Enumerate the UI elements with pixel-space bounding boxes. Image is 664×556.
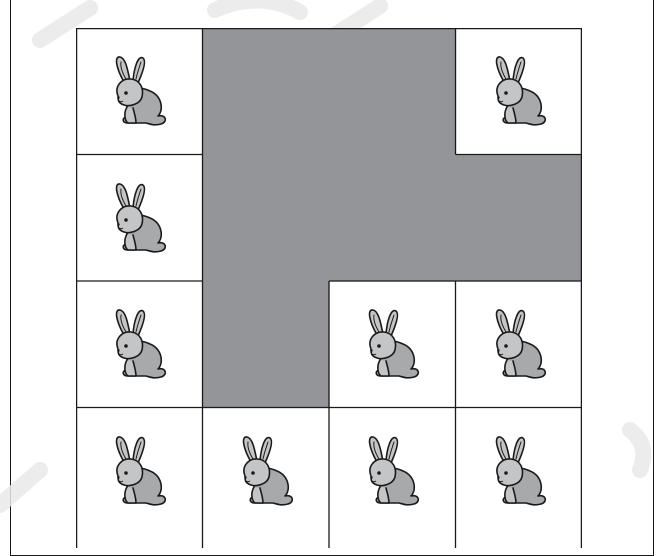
- shaded-cell: [203, 28, 330, 155]
- rabbit-icon: [106, 307, 172, 381]
- shaded-cell: [456, 155, 583, 282]
- rabbit-cell: [329, 408, 455, 534]
- rabbit-icon: [233, 434, 299, 508]
- shaded-cell: [203, 281, 330, 408]
- rabbit-cell: [203, 408, 329, 534]
- rabbit-icon: [106, 54, 172, 128]
- shaded-cell: [329, 28, 456, 155]
- rabbit-icon: [359, 434, 425, 508]
- rabbit-cell: [329, 281, 455, 407]
- shaded-cell: [203, 155, 330, 282]
- rabbit-cell: [456, 28, 582, 154]
- rabbit-cell: [76, 408, 202, 534]
- rabbit-cell: [76, 281, 202, 407]
- rabbit-cell: [76, 155, 202, 281]
- puzzle-grid: [76, 28, 582, 548]
- rabbit-icon: [486, 307, 552, 381]
- rabbit-icon: [106, 181, 172, 255]
- rabbit-cell: [76, 28, 202, 154]
- rabbit-cell: [456, 408, 582, 534]
- rabbit-icon: [106, 434, 172, 508]
- rabbit-icon: [486, 434, 552, 508]
- rabbit-cell: [456, 281, 582, 407]
- shaded-cell: [329, 155, 456, 282]
- rabbit-icon: [486, 54, 552, 128]
- rabbit-icon: [359, 307, 425, 381]
